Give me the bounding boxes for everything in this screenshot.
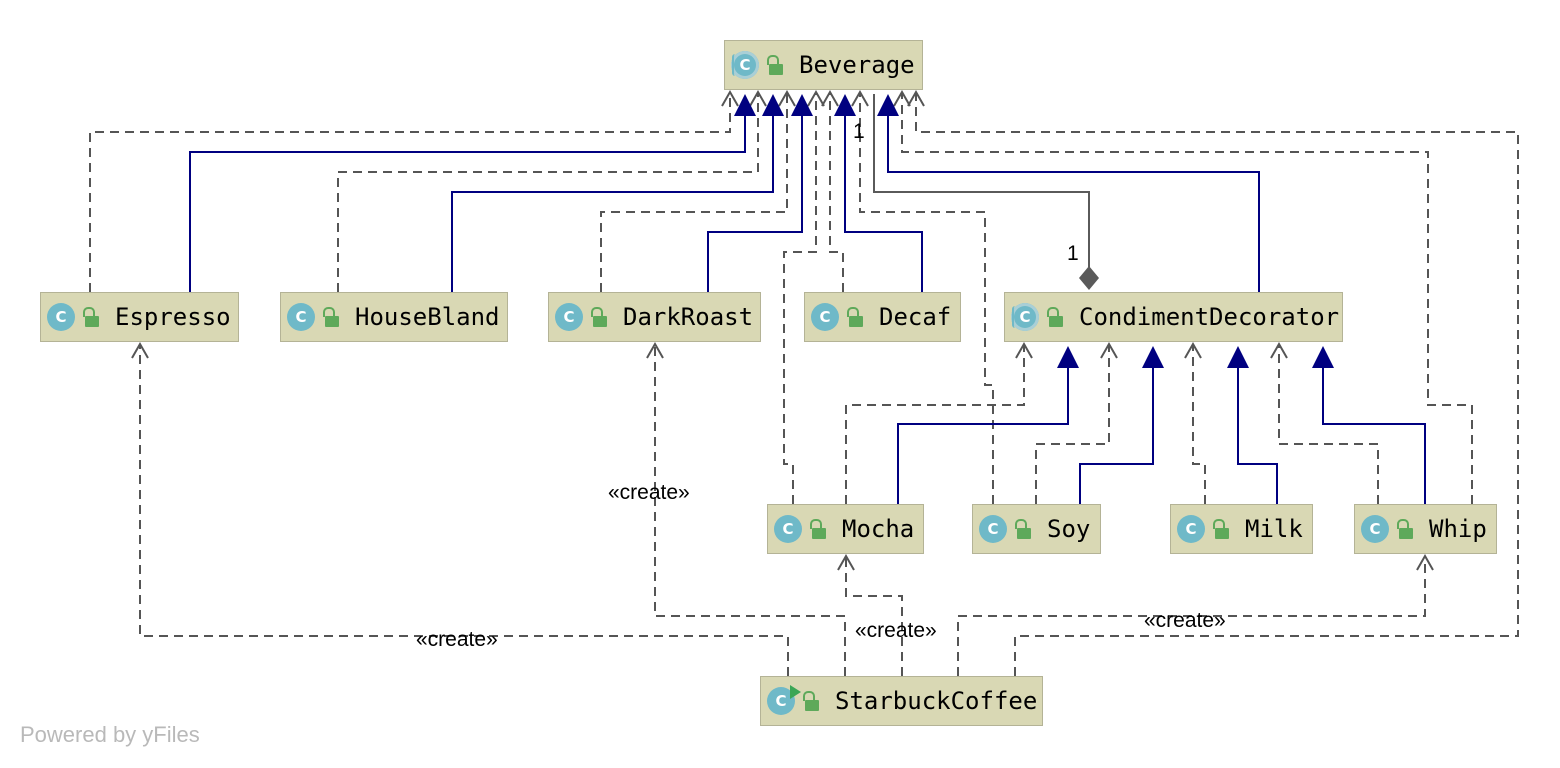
create-edge-starbuck-darkroast xyxy=(654,346,846,676)
runnable-class-icon xyxy=(767,685,801,715)
dependency-edge-starbuck-beverage xyxy=(915,94,1519,676)
class-name: DarkRoast xyxy=(623,303,754,331)
public-visibility-icon xyxy=(845,306,865,328)
inheritance-arrowhead xyxy=(1227,346,1249,368)
dependency-edge-mocha-condiment xyxy=(845,346,1025,504)
inheritance-edge-decaf-beverage xyxy=(844,114,923,292)
class-node-soy[interactable]: Soy xyxy=(972,504,1101,554)
class-icon xyxy=(979,515,1007,543)
inheritance-edge-soy-condiment xyxy=(1079,366,1154,504)
class-name: Whip xyxy=(1429,515,1487,543)
inheritance-arrowhead xyxy=(1057,346,1079,368)
inheritance-edge-mocha-condiment xyxy=(897,366,1069,504)
public-visibility-icon xyxy=(765,54,785,76)
dependency-edge-soy-condiment xyxy=(1035,346,1110,504)
create-edge-starbuck-espresso xyxy=(139,346,789,676)
class-name: Mocha xyxy=(842,515,915,543)
composition-edge-condiment-beverage xyxy=(873,94,1090,268)
inheritance-arrowhead xyxy=(1312,346,1334,368)
class-icon xyxy=(811,303,839,331)
class-node-condiment-decorator[interactable]: CondimentDecorator xyxy=(1004,292,1343,342)
inheritance-arrowhead xyxy=(762,94,784,116)
create-label-darkroast: «create» xyxy=(608,481,690,504)
inheritance-arrowhead xyxy=(791,94,813,116)
class-node-mocha[interactable]: Mocha xyxy=(767,504,924,554)
inheritance-edge-espresso-beverage xyxy=(189,114,746,292)
inheritance-arrowhead xyxy=(1142,346,1164,368)
class-node-whip[interactable]: Whip xyxy=(1354,504,1497,554)
class-icon xyxy=(287,303,315,331)
powered-by-footer[interactable]: Powered by yFiles xyxy=(20,722,200,747)
class-node-starbuck-coffee[interactable]: StarbuckCoffee xyxy=(760,676,1043,726)
public-visibility-icon xyxy=(321,306,341,328)
public-visibility-icon xyxy=(1045,306,1065,328)
dependency-edge-milk-condiment xyxy=(1192,346,1206,504)
public-visibility-icon xyxy=(808,518,828,540)
create-label-espresso: «create» xyxy=(416,628,498,651)
public-visibility-icon xyxy=(1013,518,1033,540)
inheritance-arrowhead xyxy=(834,94,856,116)
inheritance-edge-milk-condiment xyxy=(1237,366,1278,504)
dependency-edge-decaf-beverage xyxy=(829,94,844,292)
class-icon xyxy=(555,303,583,331)
inheritance-edge-houseblend-beverage xyxy=(451,114,774,292)
inheritance-arrowhead xyxy=(734,94,756,116)
class-node-darkroast[interactable]: DarkRoast xyxy=(548,292,761,342)
inheritance-arrowhead xyxy=(877,94,899,116)
class-node-beverage[interactable]: Beverage xyxy=(724,40,923,90)
class-node-decaf[interactable]: Decaf xyxy=(804,292,961,342)
dependency-edge-darkroast-beverage xyxy=(600,94,788,292)
inheritance-edge-condiment-beverage xyxy=(887,114,1260,292)
class-icon xyxy=(47,303,75,331)
class-icon xyxy=(774,515,802,543)
dependency-edge-whip-beverage xyxy=(901,94,1473,504)
abstract-class-icon xyxy=(731,51,759,79)
class-node-espresso[interactable]: Espresso xyxy=(40,292,239,342)
class-node-houseblend[interactable]: HouseBland xyxy=(280,292,508,342)
class-name: CondimentDecorator xyxy=(1079,303,1340,331)
public-visibility-icon xyxy=(589,306,609,328)
class-name: HouseBland xyxy=(355,303,500,331)
public-visibility-icon xyxy=(1395,518,1415,540)
inheritance-edge-darkroast-beverage xyxy=(707,114,803,292)
dependency-edge-mocha-beverage xyxy=(783,94,817,504)
multiplicity-label-target: 1 xyxy=(853,120,865,143)
class-icon xyxy=(1361,515,1389,543)
class-name: Soy xyxy=(1047,515,1091,543)
dependency-edge-soy-beverage xyxy=(859,94,994,504)
class-name: Espresso xyxy=(115,303,231,331)
create-label-whip: «create» xyxy=(1144,609,1226,632)
public-visibility-icon xyxy=(1211,518,1231,540)
create-edge-starbuck-mocha xyxy=(845,558,903,676)
class-name: Decaf xyxy=(879,303,952,331)
composition-diamond xyxy=(1079,266,1099,290)
abstract-class-icon xyxy=(1011,303,1039,331)
dependency-edge-espresso-beverage xyxy=(89,94,731,292)
class-name: Beverage xyxy=(799,51,915,79)
class-icon xyxy=(1177,515,1205,543)
multiplicity-label-source: 1 xyxy=(1067,242,1079,265)
public-visibility-icon xyxy=(801,690,821,712)
create-edge-starbuck-whip xyxy=(957,558,1426,676)
dependency-edge-whip-condiment xyxy=(1278,346,1379,504)
class-name: StarbuckCoffee xyxy=(835,687,1038,715)
public-visibility-icon xyxy=(81,306,101,328)
class-name: Milk xyxy=(1245,515,1303,543)
inheritance-edge-whip-condiment xyxy=(1322,366,1426,504)
create-label-mocha: «create» xyxy=(855,619,937,642)
class-node-milk[interactable]: Milk xyxy=(1170,504,1313,554)
dependency-edge-houseblend-beverage xyxy=(337,94,759,292)
